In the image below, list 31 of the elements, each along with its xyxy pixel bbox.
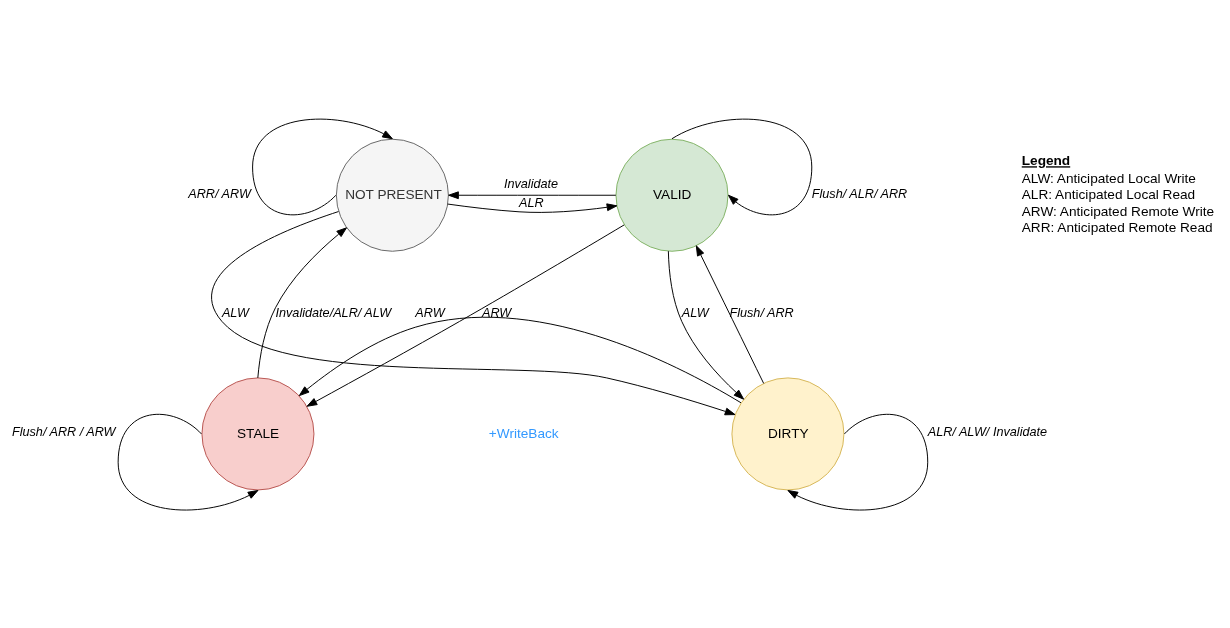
arrow [448,190,617,199]
edge-label: Flush/ ARR [729,305,794,320]
legend-label: ARW: Anticipated Remote Write [1021,203,1215,219]
edge-label: Invalidate [503,176,559,191]
node-circle: STALE [201,376,315,490]
arrow [695,244,765,384]
edge-label: ALR [519,195,544,210]
arrow [252,118,393,215]
label: +WriteBack [488,425,559,441]
arrow [211,210,736,415]
arrow [787,413,929,510]
arrow [306,223,625,407]
edge-label: ARW [482,305,512,320]
edge-label: ALW [681,305,709,320]
legend-label: ALW: Anticipated Local Write [1021,170,1196,186]
label: Legend [1021,152,1071,168]
arrow [117,413,259,510]
edge-label: ALW [221,305,249,320]
arrow [298,316,742,403]
edge-label: ARR/ ARW [188,186,251,201]
legend-label: ARR: Anticipated Remote Read [1021,219,1213,235]
arrow [257,226,347,378]
arrow [667,250,745,400]
edge-label: Invalidate/ALR/ ALW [275,305,392,320]
edge-label: Flush/ ARR / ARW [11,424,116,439]
arrow [447,202,618,213]
edge-label: Flush/ ALR/ ARR [811,186,908,201]
legend-label: ALR: Anticipated Local Read [1021,186,1196,202]
edge-label: ARW [415,305,445,320]
edge-label: ALR/ ALW/ Invalidate [927,424,1048,439]
node-circle: VALID [615,138,729,252]
